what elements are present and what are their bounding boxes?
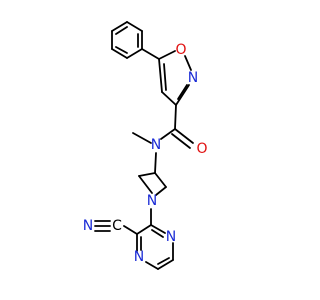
carbonyl-oxygen-label: O — [196, 141, 207, 157]
isoxazole-ring — [158, 50, 192, 106]
atom-labels: O N O N N N N C N — [83, 42, 208, 265]
azetidine-nitrogen-label: N — [147, 193, 157, 209]
amide-nitrogen-label: N — [151, 137, 161, 153]
nitrile-nitrogen-label: N — [83, 218, 93, 234]
isoxazole-oxygen-label: O — [175, 42, 186, 58]
molecule-structure: O N O N N N N C N — [83, 21, 208, 270]
nitrile-group — [94, 220, 138, 235]
n-methyl-bond — [132, 132, 152, 144]
isoxazole-carbonyl-bond — [174, 104, 177, 130]
carbonyl-double-bond — [174, 128, 194, 144]
phenyl-isoxazole-bond — [141, 48, 160, 60]
phenyl-ring — [111, 21, 143, 59]
isoxazole-nitrogen-label: N — [188, 70, 198, 86]
nitrile-carbon-label: C — [112, 218, 122, 234]
carbonyl-double-bond-2 — [171, 133, 191, 149]
pyrazine-nitrogen-bottom-label: N — [134, 249, 144, 265]
amide-azetidine-bond — [154, 152, 157, 174]
pyrazine-nitrogen-top-label: N — [166, 229, 176, 245]
azetidine-ring — [138, 172, 167, 196]
molecule-canvas: O N O N N N N C N — [82, 21, 208, 270]
carbonyl-amide-bond — [160, 128, 176, 140]
pyrazine-ring — [136, 224, 174, 270]
